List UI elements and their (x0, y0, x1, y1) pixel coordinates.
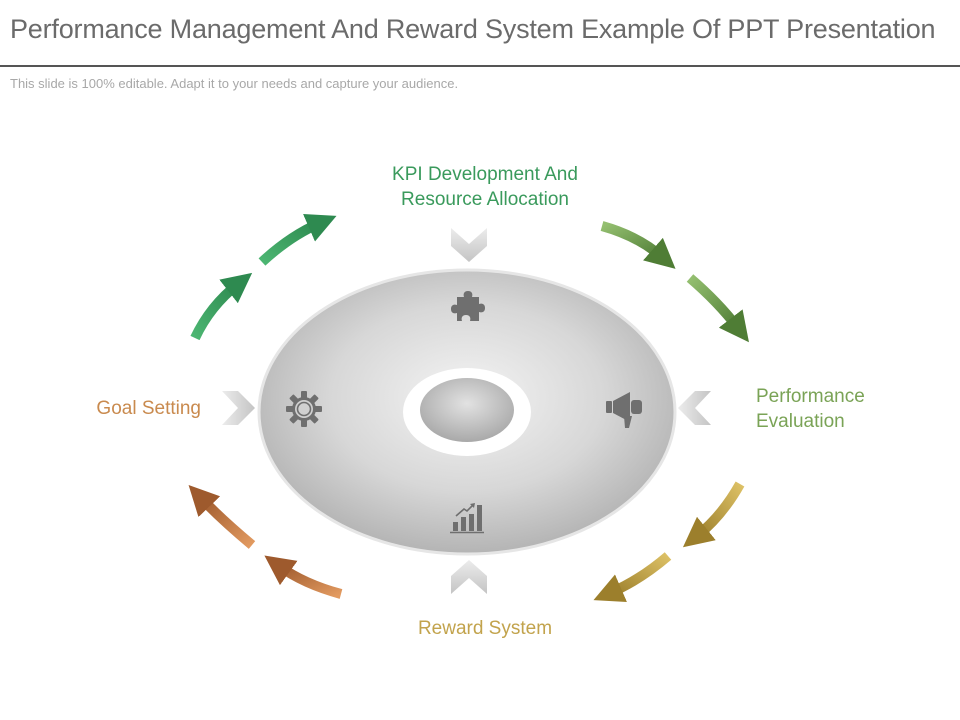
arrow-reward-to-goal-2 (188, 484, 256, 549)
stage-label-performance-line1: Performance (756, 386, 865, 407)
arrow-kpi-to-performance-2 (686, 274, 749, 343)
arrow-kpi-to-performance-1 (600, 221, 676, 269)
puzzle-icon (451, 291, 485, 321)
hub-center (420, 378, 514, 442)
stage-label-reward: Reward System (300, 616, 670, 641)
gear-icon (286, 391, 322, 427)
slide-title: Performance Management And Reward System… (10, 14, 936, 44)
chevron-left (222, 391, 255, 425)
arrow-goal-to-kpi-1 (190, 272, 253, 341)
stage-label-performance: Performance Evaluation (756, 384, 865, 434)
chevron-bottom (451, 560, 487, 594)
stage-label-performance-line2: Evaluation (756, 411, 845, 432)
bar-chart-icon (450, 503, 484, 534)
chevron-top (451, 228, 487, 262)
stage-label-goal-line1: Goal Setting (96, 398, 201, 419)
slide-subtitle: This slide is 100% editable. Adapt it to… (10, 76, 459, 91)
stage-label-kpi: KPI Development And Resource Allocation (300, 162, 670, 212)
arrow-performance-to-reward-1 (682, 481, 745, 548)
stage-label-reward-line1: Reward System (417, 618, 553, 639)
stage-label-goal: Goal Setting (40, 396, 201, 421)
megaphone-icon (606, 392, 642, 428)
arrow-reward-to-goal-1 (264, 555, 343, 599)
stage-label-kpi-line2: Resource Allocation (401, 189, 569, 210)
chevron-right (678, 391, 711, 425)
title-divider (0, 65, 960, 67)
stage-label-kpi-line1: KPI Development And (392, 164, 578, 185)
arrow-goal-to-kpi-2 (258, 214, 337, 266)
arrow-performance-to-reward-2 (593, 552, 672, 602)
